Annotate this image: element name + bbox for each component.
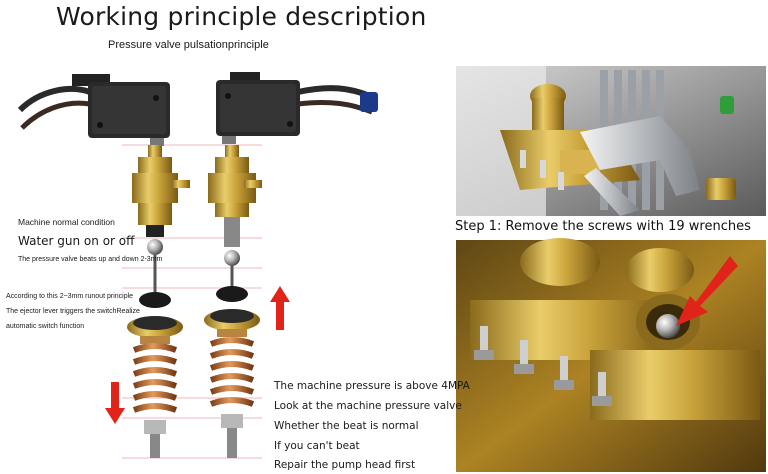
note-beat-normal: Whether the beat is normal: [274, 420, 419, 432]
note-switch-function: automatic switch function: [6, 323, 85, 330]
note-pressure-above: The machine pressure is above 4MPA: [274, 380, 470, 392]
note-repair-pump: Repair the pump head first: [274, 459, 416, 471]
page-subtitle: Pressure valve pulsationprinciple: [108, 39, 269, 51]
note-look-valve: Look at the machine pressure valve: [274, 400, 462, 412]
page-title: Working principle description: [56, 2, 427, 31]
photo-wrench-on-pump: [456, 66, 766, 216]
step-caption: Step 1: Remove the screws with 19 wrench…: [455, 219, 751, 234]
micro-switch-right: [216, 72, 378, 144]
note-water-gun: Water gun on or off: [18, 234, 135, 248]
note-runout: According to this 2~3mm runout principle: [6, 293, 134, 300]
pressure-valve-right: [204, 145, 262, 458]
red-arrow-down-icon: [105, 382, 125, 424]
note-beats: The pressure valve beats up and down 2-3…: [18, 256, 163, 263]
note-ejector: The ejector lever triggers the switchRea…: [6, 308, 140, 315]
red-arrow-up-icon: [270, 286, 290, 330]
pressure-valve-left: [127, 145, 190, 458]
red-pointer-arrow-icon: [676, 256, 738, 326]
note-cant-beat: If you can't beat: [274, 440, 360, 452]
note-normal-condition: Machine normal condition: [18, 217, 115, 227]
micro-switch-left: [17, 74, 170, 146]
